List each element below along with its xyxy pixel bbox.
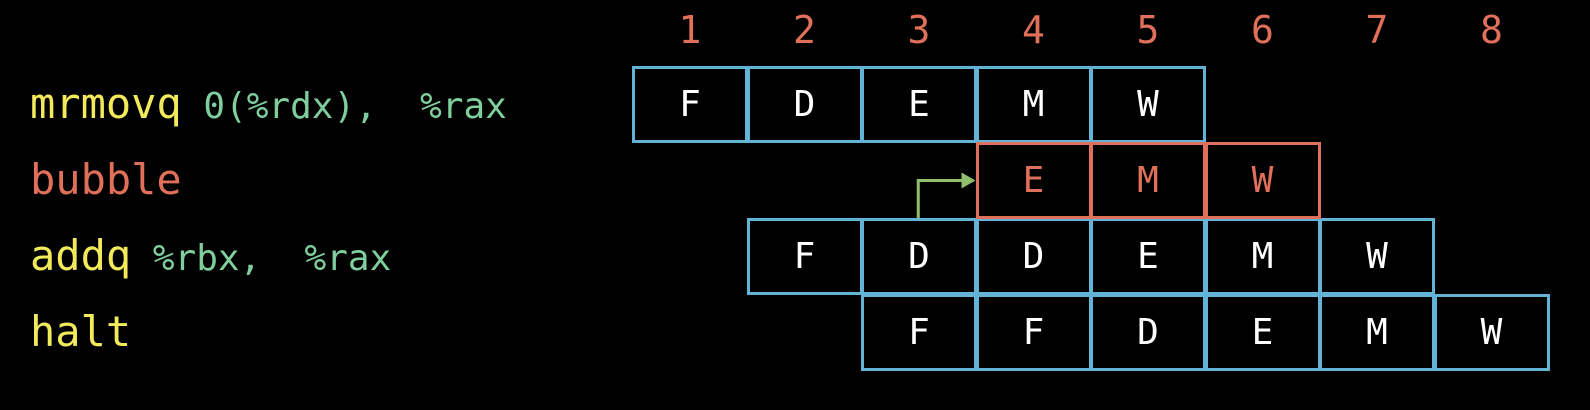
cycle-number-3: 3 — [907, 8, 931, 52]
stage-cell-mrmovq-5: W — [1090, 66, 1206, 143]
stage-cell-bubble-6: W — [1204, 142, 1321, 219]
instruction-mnemonic: mrmovq — [30, 79, 182, 128]
instruction-halt: halt — [30, 294, 131, 370]
instruction-mrmovq: mrmovq 0(%rdx), %rax — [30, 66, 507, 142]
cycle-number-5: 5 — [1136, 8, 1160, 52]
cycle-number-7: 7 — [1365, 8, 1389, 52]
cycle-number-1: 1 — [678, 8, 702, 52]
stage-cell-addq-7: W — [1319, 218, 1435, 295]
forwarding-arrow-line — [916, 179, 964, 218]
cycle-number-4: 4 — [1022, 8, 1045, 52]
cycle-number-2: 2 — [793, 8, 816, 52]
instruction-operands: %rbx, %rax — [152, 238, 392, 279]
instruction-mnemonic: halt — [30, 307, 132, 356]
cycle-number-6: 6 — [1251, 8, 1274, 52]
cycle-number-8: 8 — [1480, 8, 1503, 52]
forwarding-arrow-head — [961, 172, 976, 189]
instruction-bubble: bubble — [30, 142, 182, 218]
instruction-mnemonic: addq — [30, 231, 132, 280]
instruction-operands: 0(%rdx), %rax — [203, 86, 507, 127]
instruction-mnemonic: bubble — [30, 155, 182, 204]
instruction-addq: addq %rbx, %rax — [30, 218, 391, 294]
stage-cell-bubble-5: M — [1090, 142, 1206, 219]
stage-cell-bubble-4: E — [975, 142, 1092, 219]
stage-cell-halt-8: W — [1433, 294, 1550, 371]
